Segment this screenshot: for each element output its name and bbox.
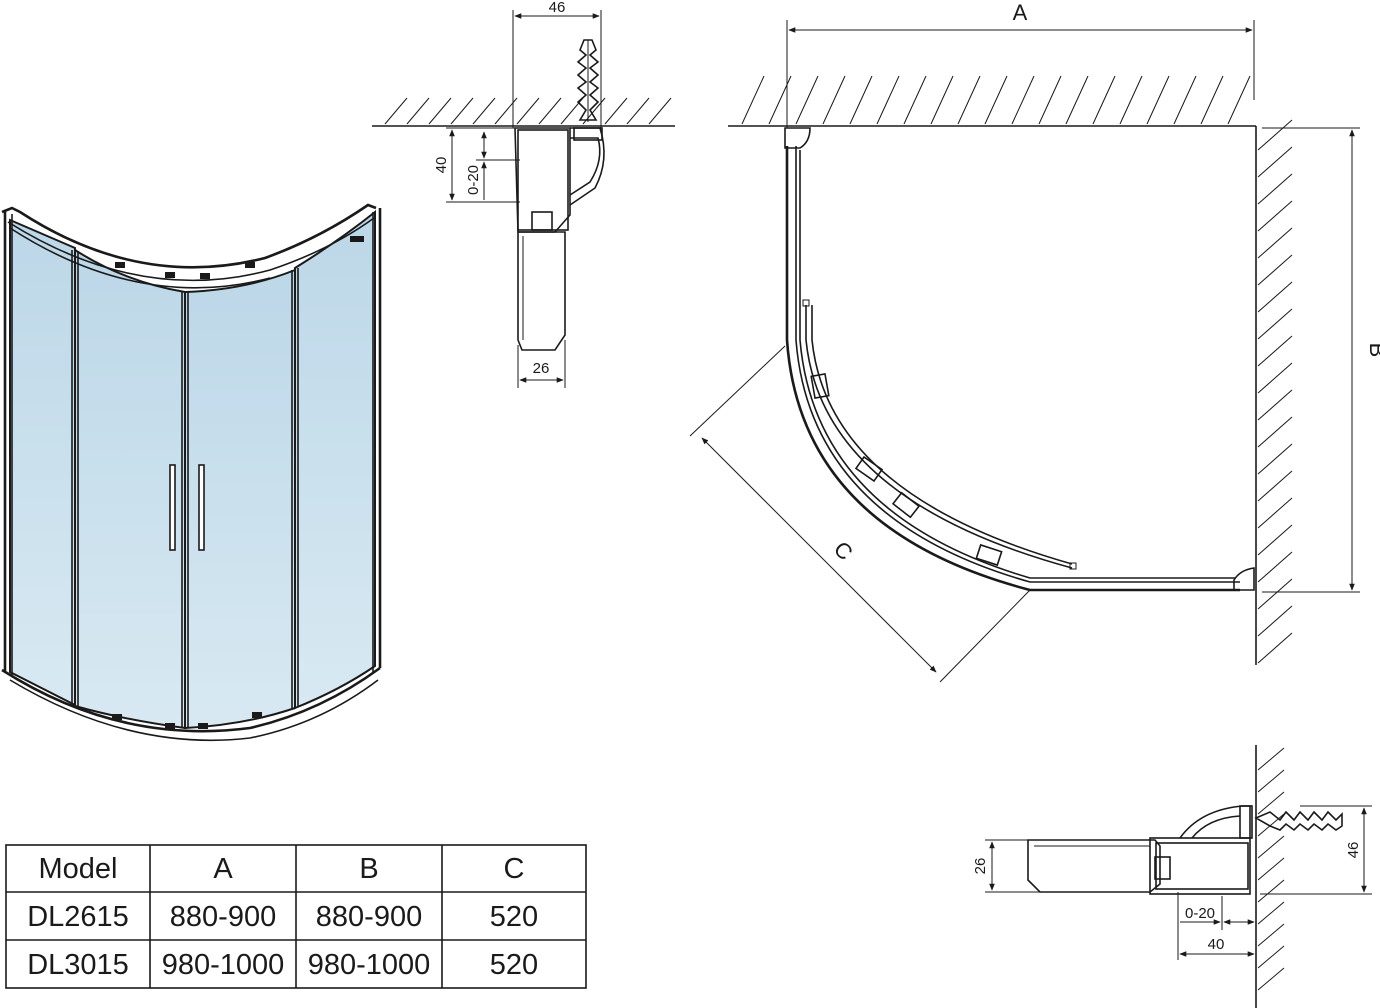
dim-top-width: 46 (549, 0, 566, 16)
table-cell: DL2615 (27, 901, 129, 933)
door-handle-right (198, 464, 205, 551)
dim-top-offset-total: 40 (433, 157, 450, 174)
table-header-a: A (213, 853, 233, 885)
model-dimensions-table: Model A B C DL2615 880-900 880-900 520 D… (5, 844, 587, 989)
glass-door-left (74, 248, 186, 730)
glass-panel-left (9, 218, 76, 707)
glass-panel-right (294, 209, 376, 710)
table-header-model: Model (39, 853, 118, 885)
side-profile-section: 26 46 0-20 40 (972, 745, 1372, 1008)
dim-side-offset-adjust: 0-20 (1185, 905, 1215, 922)
dim-top-offset-adjust: 0-20 (465, 165, 482, 195)
table-cell: 980-1000 (162, 949, 285, 981)
top-profile-section: 46 26 40 0-20 (372, 0, 675, 388)
shower-enclosure-illustration (1, 203, 382, 742)
table-cell: 520 (490, 949, 538, 981)
table-cell: 980-1000 (308, 949, 431, 981)
dim-side-height: 46 (1345, 842, 1362, 859)
dim-side-profile-width: 26 (972, 858, 989, 875)
dim-top-profile-width: 26 (533, 360, 550, 377)
dim-side-offset-total: 40 (1208, 936, 1225, 953)
table-cell: DL3015 (27, 949, 129, 981)
table-cell: 880-900 (316, 901, 422, 933)
table-cell: 520 (490, 901, 538, 933)
dim-plan-a: A (1013, 0, 1028, 25)
plan-view: A B C (689, 0, 1380, 683)
dim-plan-c: C (829, 536, 858, 565)
dim-plan-b: B (1365, 343, 1380, 358)
table-header-b: B (359, 853, 378, 885)
table-cell: 880-900 (170, 901, 276, 933)
door-handle-left (169, 464, 176, 551)
table-header-c: C (504, 853, 525, 885)
